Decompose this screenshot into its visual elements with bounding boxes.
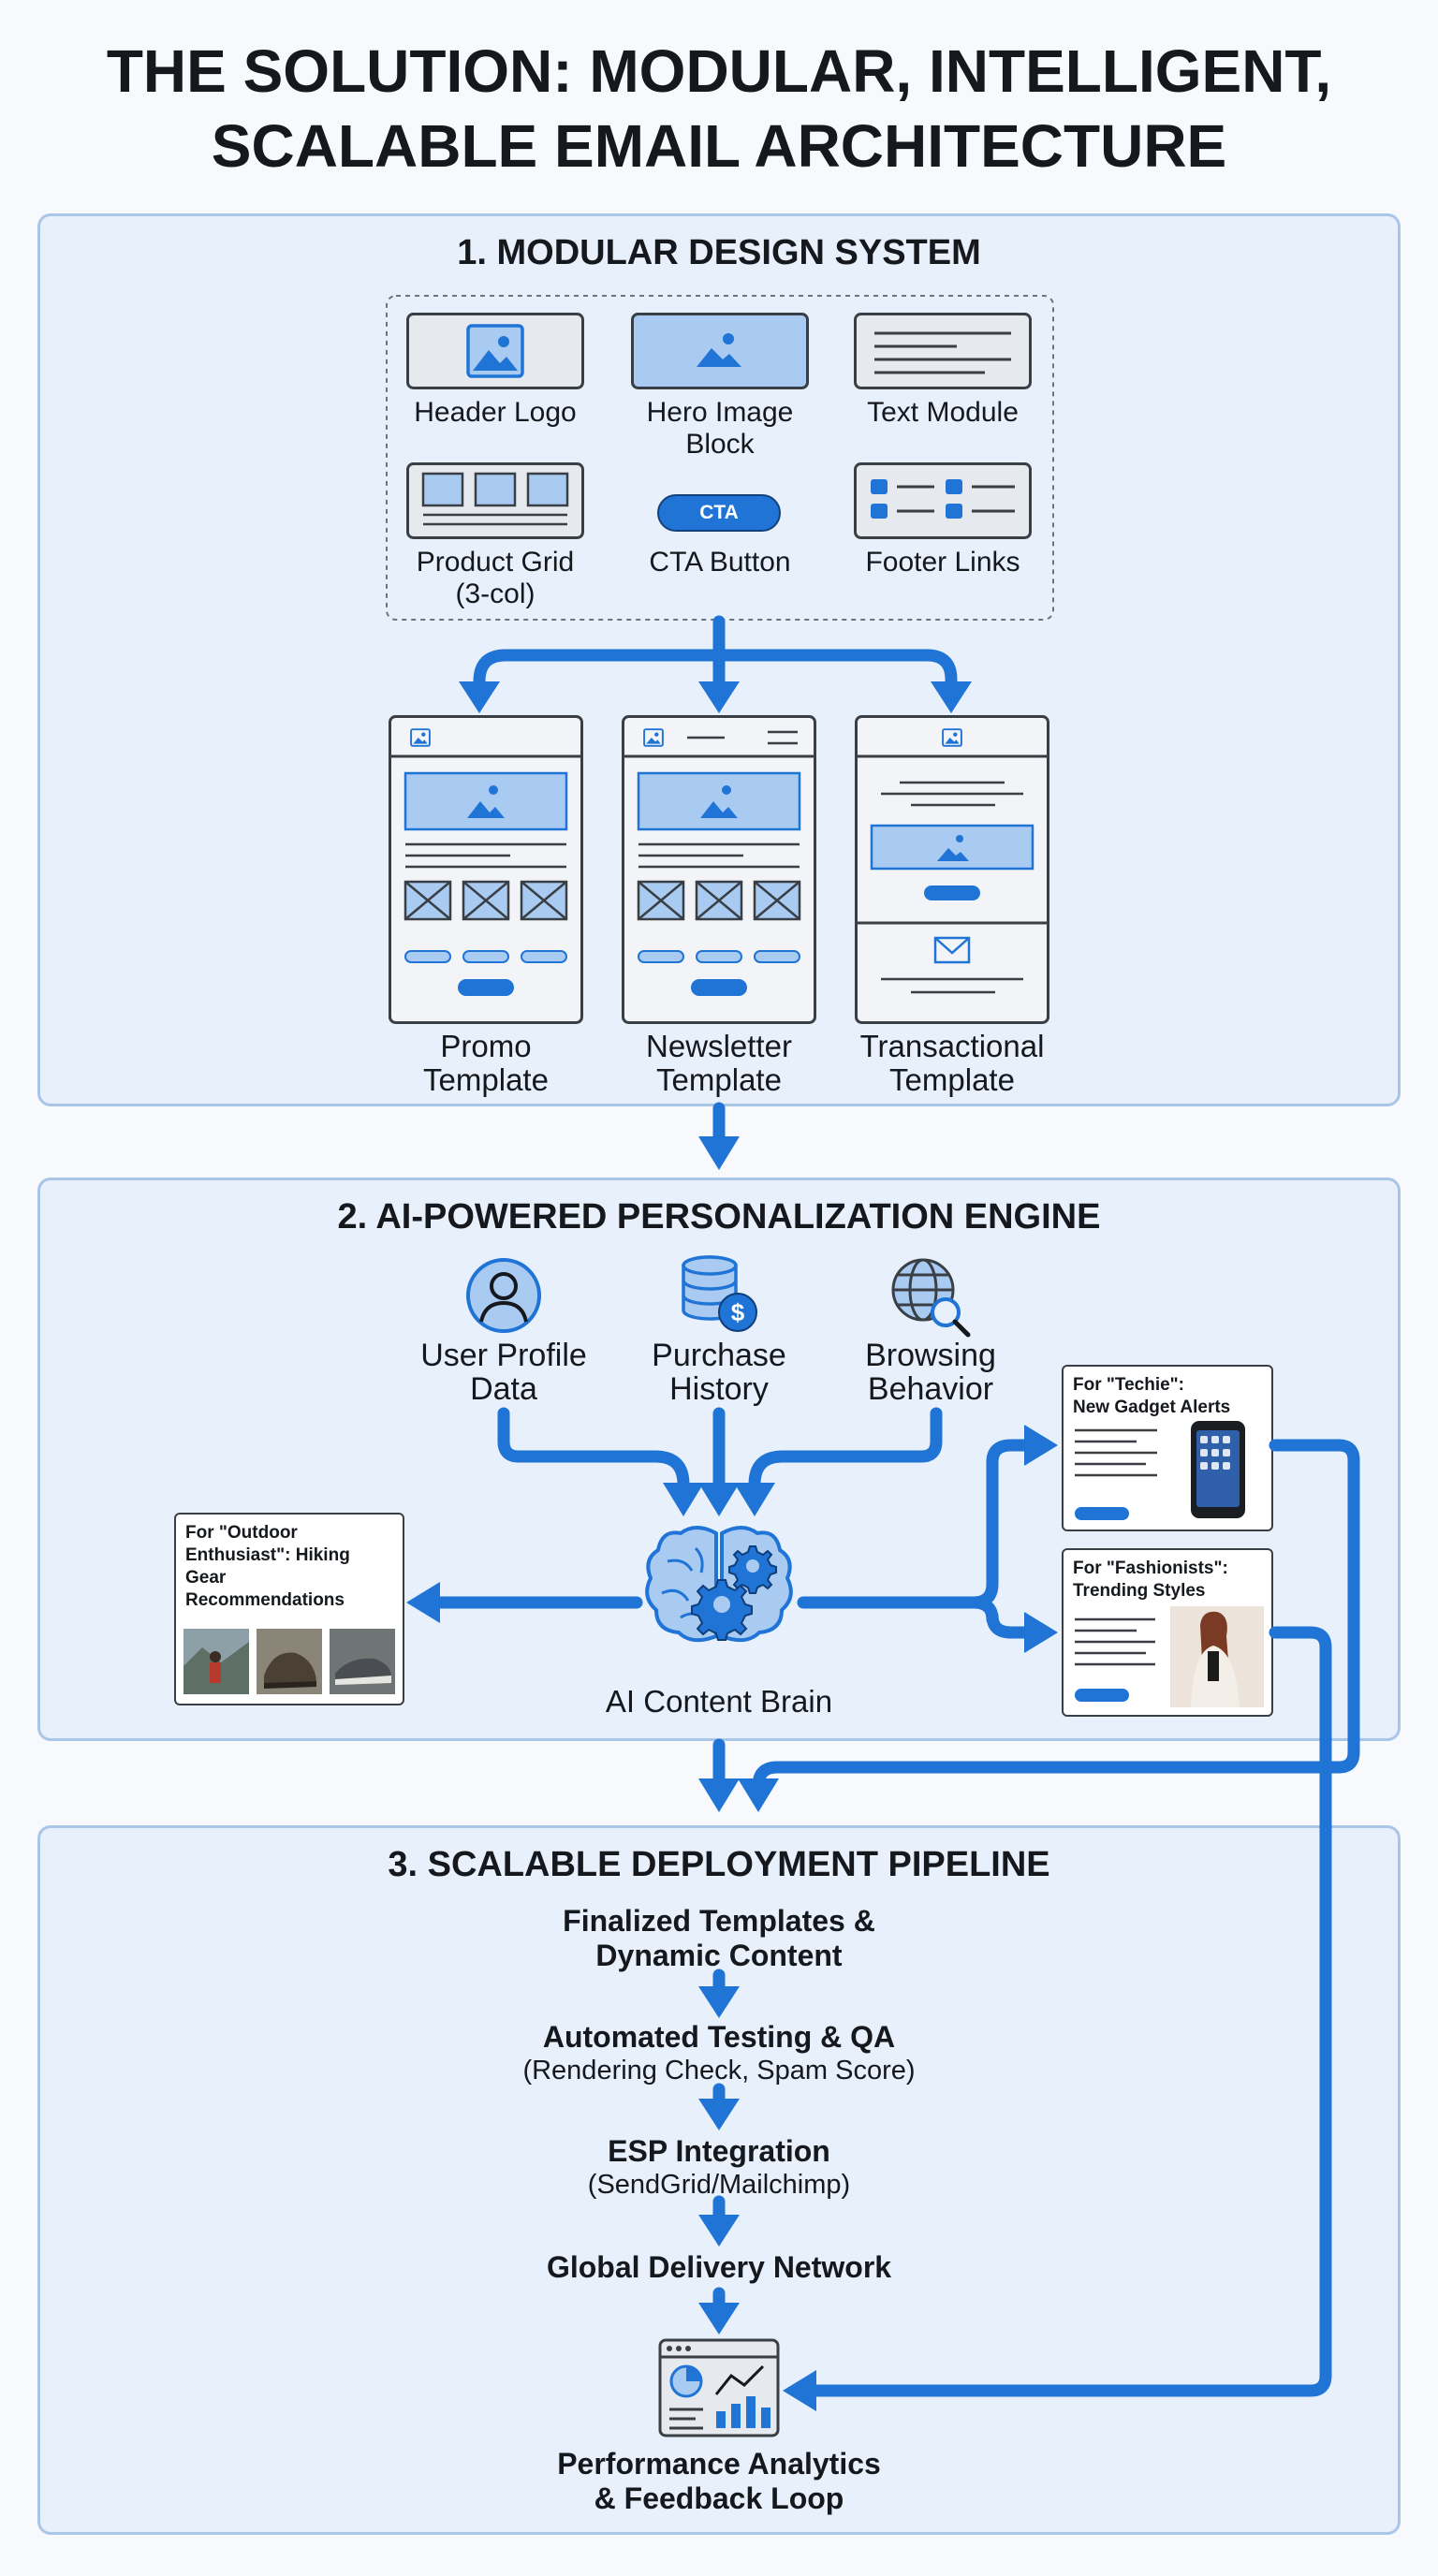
title-line-2: SCALABLE EMAIL ARCHITECTURE — [211, 112, 1227, 180]
automated-testing-step: Automated Testing & QA (Rendering Check,… — [0, 2020, 1438, 2086]
cta-button-text: CTA — [699, 502, 739, 523]
purchase-database-icon: $ — [682, 1255, 757, 1332]
ai-content-brain-label: AI Content Brain — [605, 1684, 833, 1719]
newsletter-template-label: Newsletter Template — [622, 1030, 816, 1097]
global-delivery-step: Global Delivery Network — [0, 2250, 1438, 2285]
outdoor-card-title-line1: For "Outdoor — [185, 1523, 298, 1543]
footer-links-label: Footer Links — [865, 547, 1020, 578]
finalized-templates-line2: Dynamic Content — [595, 1939, 843, 1972]
analytics-line2: & Feedback Loop — [594, 2481, 844, 2515]
promo-template-label-line2: Template — [423, 1062, 549, 1097]
hero-image-module — [631, 313, 809, 389]
techie-card-title: For "Techie": New Gadget Alerts — [1073, 1374, 1230, 1419]
product-grid-label-line2: (3-col) — [455, 578, 536, 609]
hiking-gear-photos — [183, 1629, 395, 1694]
outdoor-card-title-line3: Gear — [185, 1568, 227, 1588]
esp-integration-line1: ESP Integration — [608, 2134, 830, 2168]
product-grid-label-line1: Product Grid — [416, 547, 575, 578]
techie-card-title-line1: For "Techie": — [1073, 1375, 1185, 1395]
newsletter-template — [622, 715, 816, 1024]
esp-integration-line2: (SendGrid/Mailchimp) — [587, 2170, 851, 2200]
product-grid-module — [406, 462, 584, 539]
gadget-preview — [1075, 1421, 1245, 1520]
user-profile-label-line2: Data — [470, 1371, 537, 1407]
fashionists-card: For "Fashionists": Trending Styles — [1062, 1548, 1273, 1717]
fashionists-card-title-line2: Trending Styles — [1073, 1581, 1206, 1601]
section-3-title: 3. SCALABLE DEPLOYMENT PIPELINE — [388, 1845, 1050, 1884]
user-profile-label-line1: User Profile — [420, 1338, 587, 1373]
svg-text:$: $ — [731, 1298, 745, 1326]
browsing-behavior-label-line2: Behavior — [867, 1371, 994, 1407]
finalized-templates-line1: Finalized Templates & — [563, 1904, 875, 1938]
outdoor-card-title: For "Outdoor Enthusiast": Hiking Gear Re… — [185, 1522, 350, 1612]
section-1-title: 1. MODULAR DESIGN SYSTEM — [457, 233, 981, 272]
esp-integration-step: ESP Integration (SendGrid/Mailchimp) — [0, 2134, 1438, 2201]
footer-links-module — [854, 462, 1032, 539]
fashionists-card-title-line1: For "Fashionists": — [1073, 1559, 1228, 1578]
automated-testing-line2: (Rendering Check, Spam Score) — [522, 2056, 916, 2086]
analytics-dashboard-icon — [658, 2338, 780, 2437]
cta-button-label: CTA Button — [649, 547, 791, 578]
analytics-line1: Performance Analytics — [557, 2447, 881, 2481]
user-profile-icon — [466, 1258, 541, 1333]
hero-image-label-line2: Block — [685, 429, 755, 460]
techie-card: For "Techie": New Gadget Alerts — [1062, 1365, 1273, 1531]
hero-image-label: Hero Image Block — [631, 397, 809, 461]
page-title: THE SOLUTION: MODULAR, INTELLIGENT, SCAL… — [0, 34, 1438, 183]
promo-template-label: Promo Template — [389, 1030, 583, 1097]
outdoor-card-title-line4: Recommendations — [185, 1590, 345, 1610]
transactional-template-label: Transactional Template — [855, 1030, 1049, 1097]
user-profile-label: User Profile Data — [401, 1339, 607, 1406]
browsing-behavior-label-line1: Browsing — [865, 1338, 996, 1373]
finalized-templates-step: Finalized Templates & Dynamic Content — [0, 1904, 1438, 1973]
product-grid-label: Product Grid (3-col) — [406, 547, 584, 610]
header-logo-module — [406, 313, 584, 389]
transactional-template — [855, 715, 1049, 1024]
browsing-behavior-label: Browsing Behavior — [828, 1339, 1034, 1406]
text-module — [854, 313, 1032, 389]
purchase-history-label-line1: Purchase — [652, 1338, 786, 1373]
promo-template-label-line1: Promo — [440, 1029, 532, 1063]
analytics-step: Performance Analytics & Feedback Loop — [0, 2447, 1438, 2516]
hero-image-label-line1: Hero Image — [646, 397, 794, 428]
outdoor-card-title-line2: Enthusiast": Hiking — [185, 1545, 350, 1565]
purchase-history-label-line2: History — [669, 1371, 769, 1407]
section-2-title: 2. AI-POWERED PERSONALIZATION ENGINE — [337, 1197, 1101, 1237]
globe-search-icon — [891, 1258, 971, 1338]
global-delivery-label: Global Delivery Network — [546, 2250, 892, 2284]
purchase-history-label: Purchase History — [616, 1339, 822, 1406]
fashion-preview — [1075, 1606, 1264, 1707]
transactional-template-label-line2: Template — [889, 1062, 1015, 1097]
ai-brain-icon — [645, 1526, 793, 1643]
techie-card-title-line2: New Gadget Alerts — [1073, 1398, 1231, 1417]
newsletter-template-label-line1: Newsletter — [646, 1029, 792, 1063]
cta-button-sample[interactable]: CTA — [657, 494, 781, 532]
title-line-1: THE SOLUTION: MODULAR, INTELLIGENT, — [106, 37, 1332, 105]
text-module-label: Text Module — [867, 397, 1019, 428]
newsletter-template-label-line2: Template — [656, 1062, 782, 1097]
automated-testing-line1: Automated Testing & QA — [542, 2020, 896, 2054]
outdoor-enthusiast-card: For "Outdoor Enthusiast": Hiking Gear Re… — [174, 1513, 404, 1705]
transactional-template-label-line1: Transactional — [859, 1029, 1045, 1063]
promo-template — [389, 715, 583, 1024]
header-logo-label: Header Logo — [414, 397, 577, 428]
fashionists-card-title: For "Fashionists": Trending Styles — [1073, 1558, 1228, 1603]
